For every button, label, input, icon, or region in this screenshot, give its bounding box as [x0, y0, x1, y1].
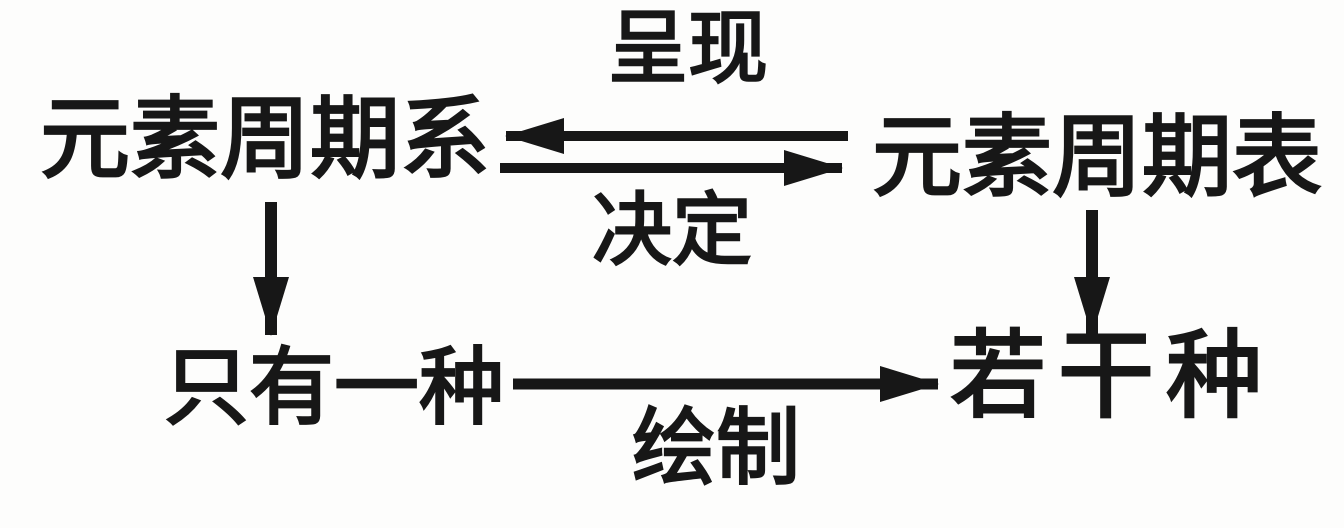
node-several-kinds: 若干种: [950, 319, 1274, 432]
node-periodic-table: 元素周期表: [872, 104, 1322, 210]
node-periodic-system: 元素周期系: [40, 86, 490, 192]
node-only-one-kind: 只有一种: [164, 338, 505, 438]
edge-label-draw: 绘制: [632, 398, 801, 497]
edge-label-determine: 决定: [592, 183, 752, 277]
edge-label-present: 呈现: [608, 1, 768, 95]
